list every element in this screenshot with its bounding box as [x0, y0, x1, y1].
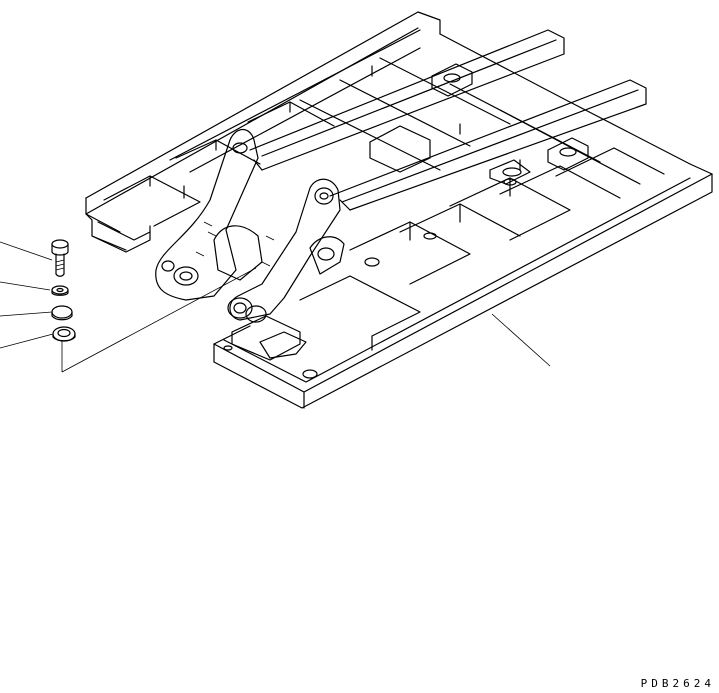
- boom-bracket: [155, 128, 345, 323]
- shim-part: [52, 326, 76, 342]
- hardware-parts: [51, 239, 76, 342]
- washer-part: [51, 305, 73, 321]
- upper-rails: [249, 29, 647, 211]
- bolt-part: [51, 239, 69, 277]
- front-recess: [223, 178, 517, 379]
- spring-washer-part: [51, 285, 69, 296]
- main-frame: [85, 11, 713, 409]
- leader-lines: [0, 241, 551, 373]
- drawing-code: PDB2624: [640, 677, 715, 690]
